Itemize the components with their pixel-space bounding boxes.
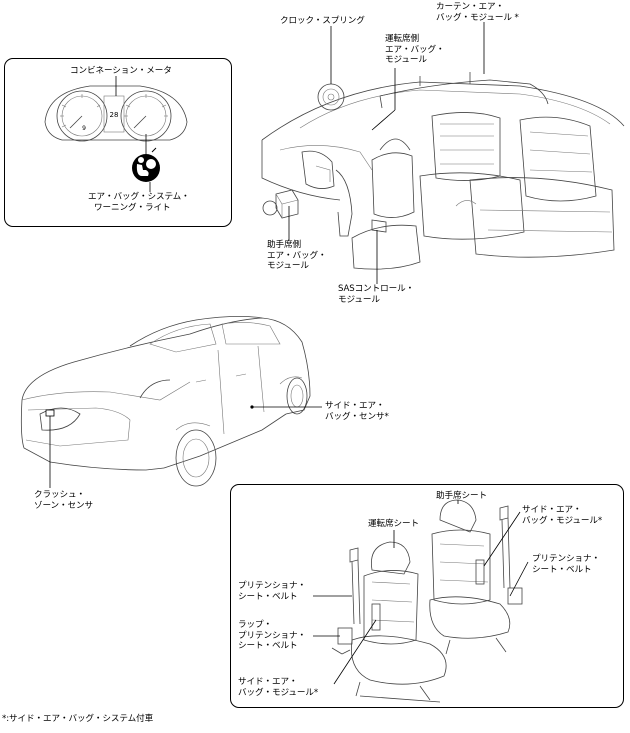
label-line: プリテンショナ・ [532, 554, 600, 564]
label-line: サイド・エア・ [325, 401, 385, 411]
sas-control-module-label: SASコントロール・ モジュール [338, 284, 414, 305]
label-line: 運転席側 [385, 34, 419, 44]
driver-seat-label: 運転席シート [368, 519, 419, 529]
label-line: ゾーン・センサ [34, 500, 94, 511]
left-gauge-digit: 9 [82, 125, 86, 132]
vehicle-exterior-drawing [20, 316, 311, 487]
pretensioner-belt-right-label: プリテンショナ・ シート・ベルト [532, 554, 600, 575]
label-line: シート・ベルト [532, 564, 592, 575]
passenger-seat-label: 助手席シート [436, 491, 487, 501]
driver-airbag-leader-b [371, 109, 396, 131]
left-side-airbag-leader [333, 619, 377, 685]
right-seatbelt-drawing [499, 505, 523, 605]
side-airbag-module-right-label: サイド・エア・ バッグ・モジュール* [522, 505, 602, 526]
airbag-warning-light-label: エア・バッグ・システム・ ワーニング・ライト [88, 192, 190, 213]
label-line: エア・バッグ・ [385, 44, 445, 55]
label-line: バッグ・センサ* [325, 411, 389, 422]
driver-airbag-module-label: 運転席側 エア・バッグ・ モジュール [385, 34, 445, 66]
combination-meter-drawing [44, 85, 188, 142]
label-line: バッグ・モジュール * [436, 12, 519, 23]
curtain-airbag-module-label: カーテン・エア・ バッグ・モジュール * [436, 2, 519, 23]
label-line: サイド・エア・ [522, 505, 582, 515]
lap-pretensioner-belt-label: ラップ・ プリテンショナ・ シート・ベルト [238, 620, 306, 652]
label-line: シート・ベルト [238, 641, 298, 652]
label-line: バッグ・モジュール* [238, 687, 319, 698]
label-line: プリテンショナ・ [238, 581, 306, 591]
airbag-warning-light-icon [132, 147, 160, 182]
label-line: ワーニング・ライト [94, 202, 171, 213]
passenger-airbag-module-drawing [262, 189, 299, 219]
label-line: SASコントロール・ [338, 284, 415, 294]
seat-detail-box [230, 484, 624, 708]
side-airbag-module-left-label: サイド・エア・ バッグ・モジュール* [238, 677, 318, 698]
crash-zone-sensor-marker [45, 409, 55, 417]
label-line: サイド・エア・ [238, 677, 298, 687]
clock-spring-label: クロック・スプリング [280, 16, 365, 26]
passenger-airbag-module-label: 助手席側 エア・バッグ・ モジュール [267, 240, 327, 272]
label-line: モジュール [338, 294, 380, 305]
footnote: *:サイド・エア・バッグ・システム付車 [2, 714, 154, 724]
vehicle-interior-drawing [261, 72, 625, 270]
right-pretensioner-leader [509, 561, 529, 597]
label-line: モジュール [267, 261, 309, 272]
label-line: 助手席側 [267, 240, 301, 250]
left-seatbelt-drawing [331, 547, 361, 655]
label-line: ラップ・ [238, 620, 272, 630]
seats-drawing [351, 499, 511, 703]
label-line: エア・バッグ・ [267, 250, 327, 261]
label-line: プリテンショナ・ [238, 630, 306, 641]
label-line: シート・ベルト [238, 591, 298, 602]
side-sensor-marker [250, 405, 254, 409]
label-line: モジュール [385, 55, 427, 66]
label-line: エア・バッグ・システム・ [88, 192, 190, 202]
clock-spring-drawing [317, 83, 345, 111]
center-display-value: 28 [110, 111, 119, 119]
label-line: クラッシュ・ [34, 490, 85, 500]
pretensioner-belt-left-label: プリテンショナ・ シート・ベルト [238, 581, 306, 602]
crash-zone-sensor-label: クラッシュ・ ゾーン・センサ [34, 490, 93, 511]
label-line: バッグ・モジュール* [522, 515, 603, 526]
side-airbag-sensor-label: サイド・エア・ バッグ・センサ* [325, 401, 389, 422]
right-side-airbag-leader [483, 511, 521, 567]
label-line: カーテン・エア・ [436, 2, 504, 12]
combination-meter-box [4, 58, 232, 227]
combination-meter-label: コンビネーション・メータ [70, 66, 172, 76]
